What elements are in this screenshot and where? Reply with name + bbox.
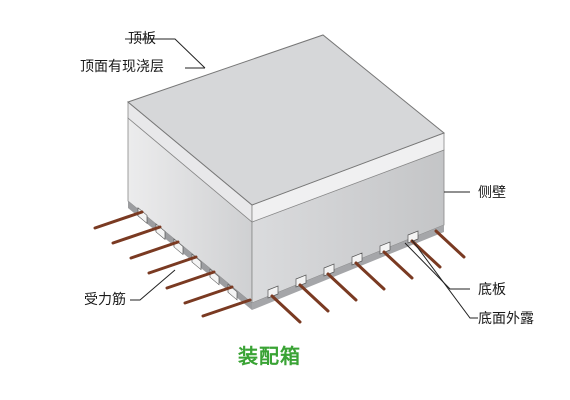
leader-lines [125, 38, 478, 319]
label-rebar: 受力筋 [84, 292, 126, 308]
leader-rebar [130, 269, 176, 301]
diagram-caption: 装配箱 [238, 344, 301, 368]
right-bottom-notches [267, 230, 419, 299]
leader-top-plate [125, 38, 206, 69]
rebars-right [270, 229, 466, 324]
label-top-cast-layer: 顶面有现浇层 [80, 59, 164, 75]
rebars-left [93, 210, 252, 318]
leader-bottom-exposed [411, 239, 478, 319]
label-bottom-exposed: 底面外露 [478, 311, 534, 327]
label-side-wall: 侧壁 [478, 185, 506, 201]
top-slab-face [126, 34, 445, 206]
bottom-plate-band-right [252, 225, 444, 310]
label-top-plate: 顶板 [128, 31, 156, 47]
leader-bottom-plate [404, 242, 470, 290]
label-bottom-plate: 底板 [478, 282, 506, 298]
